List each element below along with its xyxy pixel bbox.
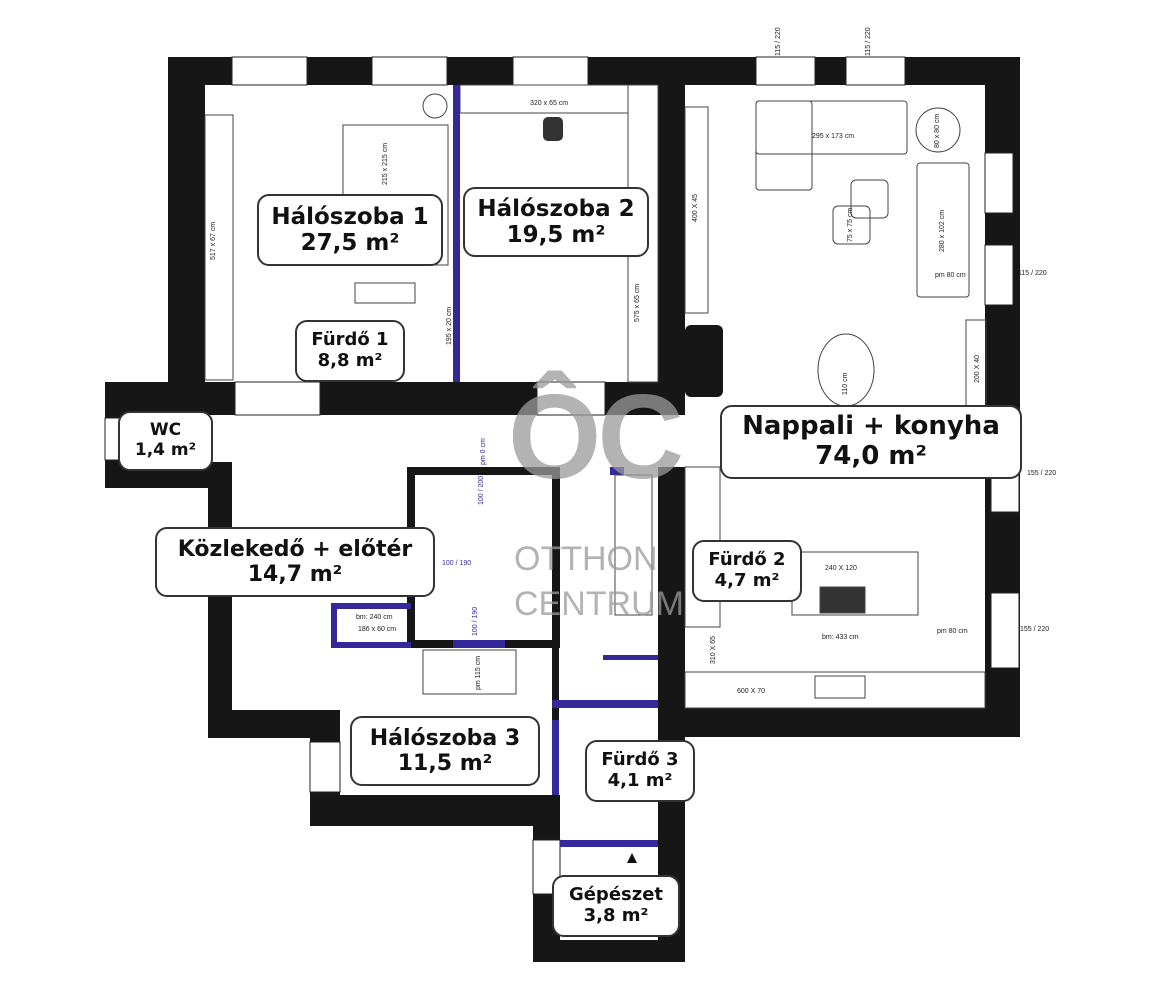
dim-pm115: pm 115 cm	[475, 655, 482, 690]
dim-sofa: 295 x 173 cm	[812, 133, 855, 140]
watermark-logo: ÔC	[508, 370, 684, 504]
dim-shelf: 400 X 45	[692, 193, 699, 222]
room-area: 4,1 m²	[607, 770, 673, 791]
room-name: Hálószoba 3	[369, 725, 521, 751]
partitions	[331, 85, 658, 847]
dim-bm433: bm: 433 cm	[822, 634, 859, 641]
dim-bench: 186 x 60 cm	[358, 626, 397, 633]
room-area: 74,0 m²	[815, 441, 927, 471]
dim-wardrobe2: 575 x 65 cm	[634, 283, 641, 322]
room-area: 14,7 m²	[247, 562, 343, 587]
room-name: Gépészet	[568, 884, 664, 906]
dim-door-b: 100 / 190	[442, 560, 472, 567]
dim-window-top-b: 115 / 220	[865, 27, 872, 56]
dim-window-right-b: 155 / 220	[1027, 470, 1057, 477]
dim-cabinet: 200 X 40	[974, 354, 981, 383]
dim-island: 240 X 120	[825, 565, 857, 572]
dim-window-top-a: 115 / 220	[775, 27, 782, 56]
room-area: 3,8 m²	[583, 905, 649, 926]
room-name: Hálószoba 1	[271, 203, 429, 230]
arrow-up-icon	[627, 853, 637, 863]
dim-bed1: 215 x 215 cm	[382, 142, 389, 185]
dim-bath1: 195 x 20 cm	[446, 306, 453, 345]
dim-wardrobe1: 517 x 67 cm	[210, 221, 217, 260]
room-area: 4,7 m²	[714, 570, 780, 591]
room-area: 27,5 m²	[300, 230, 400, 256]
watermark-line1: OTTHON	[514, 540, 658, 578]
dim-door-a: 100 / 200	[478, 475, 485, 505]
dim-round-table: 80 x 80 cm	[934, 113, 941, 148]
dim-dining: 110 cm	[842, 372, 849, 395]
dim-pm80-b: pm 80 cm	[937, 628, 968, 635]
dim-desk: 320 x 65 cm	[530, 100, 569, 107]
dim-pm80-a: pm 80 cm	[935, 272, 966, 279]
room-area: 19,5 m²	[506, 222, 606, 248]
room-name: Fürdő 3	[601, 749, 679, 771]
room-name: Fürdő 2	[708, 549, 786, 571]
dim-bm240: bm: 240 cm	[356, 614, 393, 621]
dim-door-c: 100 / 190	[472, 606, 479, 636]
dim-pm0: pm 0 cm	[480, 438, 487, 465]
dim-sofa2: 280 x 102 cm	[939, 209, 946, 252]
chair-icon	[543, 117, 563, 141]
dim-window-right-c: 155 / 220	[1020, 626, 1050, 633]
furniture	[204, 84, 987, 709]
room-area: 11,5 m²	[397, 751, 493, 776]
watermark-line2: CENTRUM	[514, 585, 684, 623]
room-area: 1,4 m²	[134, 440, 197, 460]
room-name: Fürdő 1	[311, 329, 389, 351]
room-name: WC	[149, 420, 182, 441]
dim-wardrobe-nappali: 310 X 65	[710, 635, 717, 664]
room-name: Nappali + konyha	[742, 411, 1000, 442]
dim-armchair: 75 x 75 cm	[847, 207, 854, 242]
dim-counter: 600 X 70	[737, 688, 766, 695]
room-area: 8,8 m²	[317, 350, 383, 371]
room-name: Hálószoba 2	[477, 195, 635, 222]
room-name: Közlekedő + előtér	[177, 536, 413, 562]
dim-window-right-a: 115 / 220	[1018, 270, 1047, 277]
